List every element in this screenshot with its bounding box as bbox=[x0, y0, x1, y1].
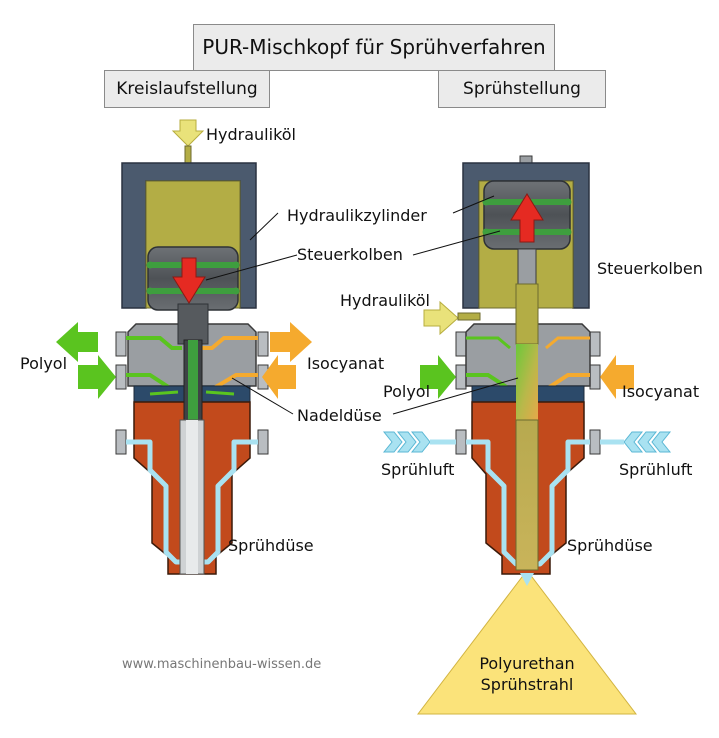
label-hydraulic-oil-right: Hydrauliköl bbox=[340, 291, 430, 310]
watermark: www.maschinenbau-wissen.de bbox=[122, 657, 321, 672]
label-spray-air-left: Sprühluft bbox=[381, 460, 454, 479]
polyol-in-arrow bbox=[78, 355, 116, 399]
isocyanate-in-arrow-right bbox=[600, 355, 634, 399]
spray-air-arrow-left bbox=[382, 431, 431, 453]
label-jet-line1: Polyurethan bbox=[479, 654, 574, 673]
label-spray-nozzle-left: Sprühdüse bbox=[228, 536, 314, 555]
hydraulic-oil-arrow-left bbox=[171, 119, 205, 147]
label-jet-line2: Sprühstrahl bbox=[481, 675, 574, 694]
spray-air-arrow-right bbox=[623, 431, 672, 453]
mode-label-circulation: Kreislaufstellung bbox=[104, 70, 270, 108]
label-isocyanate-left: Isocyanat bbox=[307, 354, 384, 373]
label-spray-air-right: Sprühluft bbox=[619, 460, 692, 479]
label-hydraulic-oil-left: Hydrauliköl bbox=[206, 125, 296, 144]
label-polyol-left: Polyol bbox=[20, 354, 67, 373]
mode-label-spray: Sprühstellung bbox=[438, 70, 606, 108]
control-piston-right bbox=[482, 180, 572, 250]
down-arrow-red bbox=[172, 257, 206, 304]
label-isocyanate-right: Isocyanat bbox=[622, 382, 699, 401]
label-hydraulic-cylinder: Hydraulikzylinder bbox=[287, 206, 427, 225]
isocyanate-out-arrow bbox=[270, 322, 312, 362]
polyol-out-arrow bbox=[56, 322, 98, 362]
up-arrow-red bbox=[510, 193, 544, 243]
control-piston-left bbox=[146, 246, 240, 311]
left-mixing-head bbox=[56, 119, 312, 575]
label-control-piston-right: Steuerkolben bbox=[597, 259, 703, 278]
isocyanate-in-arrow bbox=[262, 355, 296, 399]
right-mixing-head bbox=[382, 155, 672, 715]
label-needle-nozzle: Nadeldüse bbox=[297, 406, 382, 425]
hydraulic-oil-arrow-right bbox=[423, 300, 459, 336]
diagram-title: PUR-Mischkopf für Sprühverfahren bbox=[193, 24, 555, 71]
label-spray-nozzle-right: Sprühdüse bbox=[567, 536, 653, 555]
label-polyol-right: Polyol bbox=[383, 382, 430, 401]
polyol-in-arrow-right bbox=[420, 355, 456, 399]
label-control-piston-left: Steuerkolben bbox=[297, 245, 403, 264]
